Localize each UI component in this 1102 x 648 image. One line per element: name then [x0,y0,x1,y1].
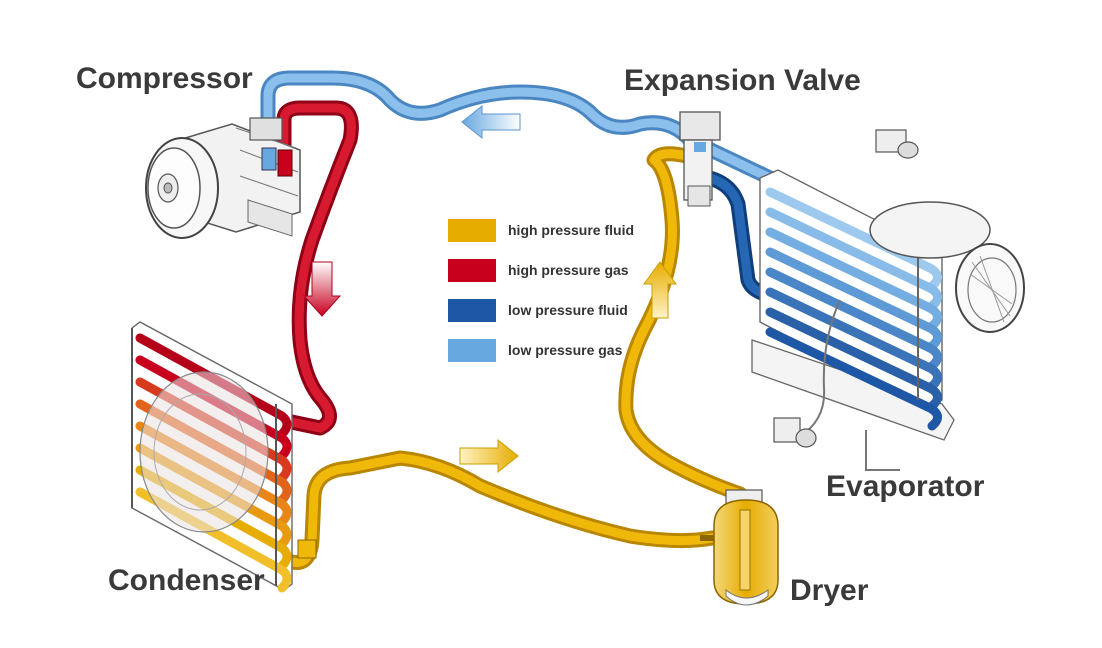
evaporator-tube [765,187,942,291]
compressor [145,117,301,239]
condenser-tube [135,377,292,483]
compressor-label: Compressor [76,62,253,95]
dryer [700,489,779,606]
dryer-label: Dryer [790,574,869,607]
condenser [131,321,317,593]
evaporator-tube [765,327,942,431]
flow-arrow-bottom [459,438,519,474]
condenser-tube [135,465,292,571]
legend-swatch [448,259,496,282]
condenser-tube [135,355,292,461]
low-pressure-gas-pipe [260,70,778,186]
legend-label: low pressure fluid [508,302,628,318]
legend-swatch [448,219,496,242]
legend-label: low pressure gas [508,342,623,358]
expansion-valve [679,111,721,207]
evaporator-tube [765,207,942,311]
legend-label: high pressure fluid [508,222,635,238]
evaporator-tube [765,267,942,371]
flow-arrow-top [461,104,521,140]
condenser-tube [135,421,292,527]
evaporator-tube [765,227,942,331]
condenser-tube [135,487,292,593]
legend-swatch [448,339,496,362]
legend-swatch [448,299,496,322]
high-pressure-gas-pipe [274,100,359,436]
evaporator-tube [765,287,942,391]
condenser-tube [135,333,292,439]
condenser-label: Condenser [108,564,265,597]
evaporator [751,169,1025,471]
flow-arrow-left [302,261,342,317]
high-pressure-fluid-pipe [278,146,748,570]
flow-arrow-right [643,261,677,319]
evaporator-label: Evaporator [826,470,985,503]
pressure-switch [875,129,919,159]
evaporator-tube [765,307,942,411]
condenser-tube [135,399,292,505]
legend-label: high pressure gas [508,262,629,278]
condenser-tube [135,443,292,549]
expansion-valve-label: Expansion Valve [624,64,861,97]
evaporator-tube [765,247,942,351]
